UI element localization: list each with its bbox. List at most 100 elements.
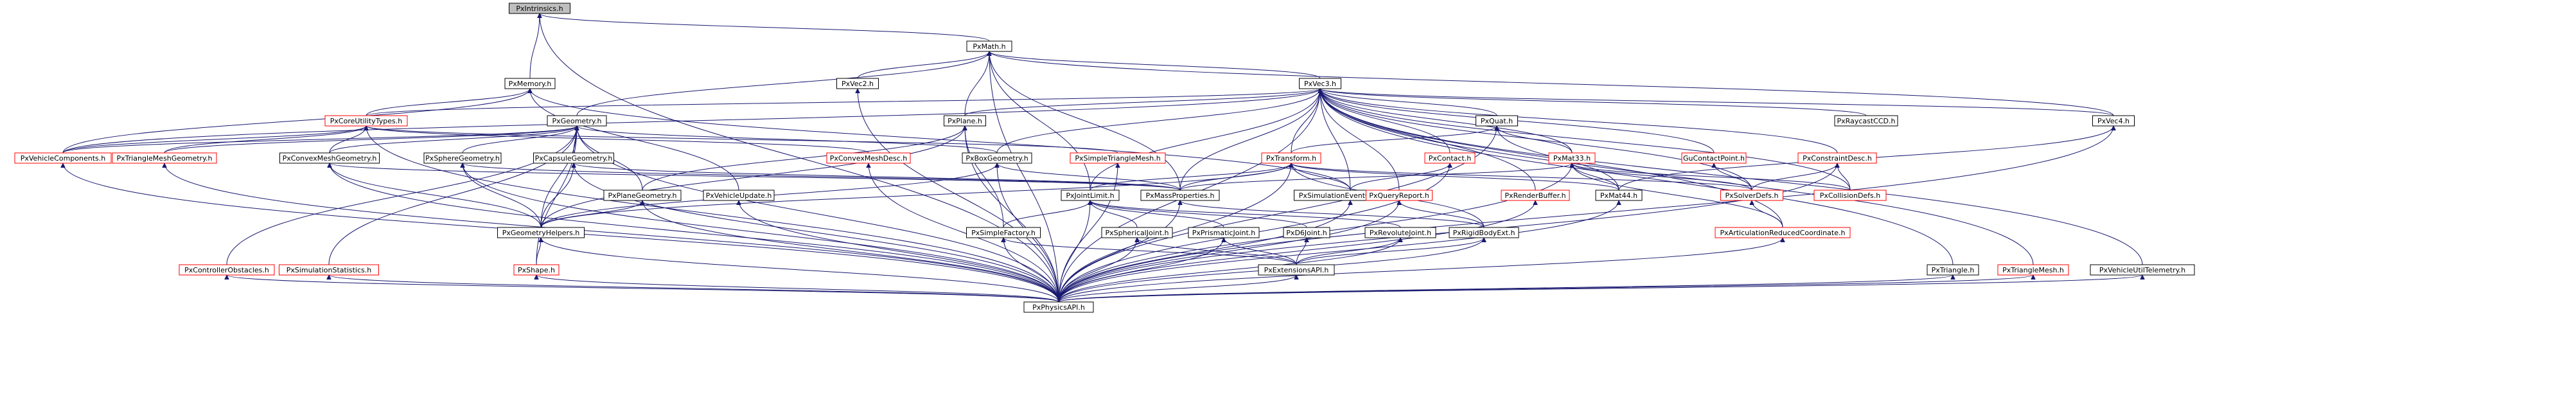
node-label: PxSimpleTriangleMesh.h	[1075, 154, 1160, 163]
node-PxTriangle[interactable]: PxTriangle.h	[1927, 264, 1979, 276]
node-PxCoreUtilityTypes[interactable]: PxCoreUtilityTypes.h	[324, 115, 408, 127]
node-PxShape[interactable]: PxShape.h	[513, 264, 560, 276]
node-PxSimulationStatistics[interactable]: PxSimulationStatistics.h	[279, 264, 379, 276]
edge-PxMemory-PxSimulationEventCallback	[530, 89, 1351, 191]
node-PxMath[interactable]: PxMath.h	[966, 40, 1012, 52]
node-PxRigidBodyExt[interactable]: PxRigidBodyExt.h	[1449, 227, 1519, 238]
node-label: PxTriangleMesh.h	[2002, 266, 2064, 274]
node-PxPlane[interactable]: PxPlane.h	[944, 115, 986, 127]
edge-PxQuat-PxMat33	[1497, 125, 1573, 154]
edge-PxCoreUtilityTypes-PxPhysicsAPI	[366, 126, 1059, 303]
node-PxConvexMeshDesc[interactable]: PxConvexMeshDesc.h	[826, 152, 911, 164]
node-box	[1997, 264, 2069, 276]
node-PxGeometryHelpers[interactable]: PxGeometryHelpers.h	[497, 227, 585, 238]
node-PxMemory[interactable]: PxMemory.h	[504, 78, 556, 89]
node-label: PxVec4.h	[2097, 117, 2130, 125]
node-PxJointLimit[interactable]: PxJointLimit.h	[1061, 190, 1120, 201]
edge-PxPlane-PxSimpleFactory	[965, 126, 1004, 228]
node-box	[547, 115, 607, 127]
node-GuContactPoint[interactable]: GuContactPoint.h	[1681, 152, 1747, 164]
node-box	[1720, 190, 1783, 201]
node-box	[1595, 190, 1643, 201]
node-box	[279, 152, 380, 164]
node-box	[1261, 152, 1321, 164]
node-PxVehicleUpdate[interactable]: PxVehicleUpdate.h	[703, 190, 775, 201]
edge-PxRevoluteJoint-PxPhysicsAPI	[1058, 237, 1400, 303]
node-PxSimpleFactory[interactable]: PxSimpleFactory.h	[966, 227, 1041, 238]
node-PxVec4[interactable]: PxVec4.h	[2092, 115, 2135, 127]
edge-PxPlane-PxPlaneGeometry	[642, 125, 965, 191]
node-PxConstraintDesc[interactable]: PxConstraintDesc.h	[1797, 152, 1877, 164]
edge-PxExtensionsAPI-PxPhysicsAPI	[1058, 274, 1296, 303]
node-PxCollisionDefs[interactable]: PxCollisionDefs.h	[1813, 190, 1887, 201]
node-PxPrismaticJoint[interactable]: PxPrismaticJoint.h	[1188, 227, 1260, 238]
edge-PxTransform-PxSimulationEventCallback	[1291, 163, 1351, 191]
node-label: PxTriangle.h	[1932, 266, 1975, 274]
node-label: PxVec2.h	[842, 80, 874, 88]
node-PxMassProperties[interactable]: PxMassProperties.h	[1140, 190, 1220, 201]
node-box	[703, 190, 775, 201]
node-PxPhysicsAPI[interactable]: PxPhysicsAPI.h	[1023, 301, 1094, 313]
node-PxMat33[interactable]: PxMat33.h	[1548, 152, 1596, 164]
edge-PxMath-PxPhysicsAPI	[989, 51, 1059, 303]
edge-PxQueryReport-PxRigidBodyExt	[1399, 200, 1485, 228]
node-label: PxMassProperties.h	[1146, 191, 1215, 200]
node-PxSphericalJoint[interactable]: PxSphericalJoint.h	[1101, 227, 1173, 238]
edge-PxTransform-PxJointLimit	[1090, 163, 1291, 191]
node-PxControllerObstacles[interactable]: PxControllerObstacles.h	[179, 264, 275, 276]
edge-PxCoreUtilityTypes-PxConvexMeshDesc	[366, 125, 869, 154]
node-PxArticulationReducedCoordinate[interactable]: PxArticulationReducedCoordinate.h	[1715, 227, 1851, 238]
edge-PxSphereGeometry-PxMassProperties	[463, 163, 1181, 191]
node-PxSphereGeometry[interactable]: PxSphereGeometry.h	[423, 152, 502, 164]
node-label: PxCollisionDefs.h	[1820, 191, 1881, 200]
node-label: PxConstraintDesc.h	[1803, 154, 1872, 163]
node-label: PxCapsuleGeometry.h	[535, 154, 613, 163]
edge-PxMemory-PxCoreUtilityTypes	[366, 88, 530, 116]
node-PxRaycastCCD[interactable]: PxRaycastCCD.h	[1834, 115, 1898, 127]
node-box	[1715, 227, 1851, 238]
node-PxVehicleUtilTelemetry[interactable]: PxVehicleUtilTelemetry.h	[2090, 264, 2195, 276]
node-PxConvexMeshGeometry[interactable]: PxConvexMeshGeometry.h	[279, 152, 380, 164]
node-PxVehicleComponents[interactable]: PxVehicleComponents.h	[14, 152, 112, 164]
edge-PxGeometry-PxSphereGeometry	[462, 125, 577, 154]
edge-PxCoreUtilityTypes-PxTriangleMeshGeometry	[164, 125, 366, 154]
edge-PxConstraintDesc-PxSolverDefs	[1751, 163, 1837, 191]
node-PxRenderBuffer[interactable]: PxRenderBuffer.h	[1501, 190, 1570, 201]
node-PxTriangleMesh[interactable]: PxTriangleMesh.h	[1997, 264, 2069, 276]
edge-PxMath-PxJointLimit	[989, 51, 1091, 191]
node-PxTriangleMeshGeometry[interactable]: PxTriangleMeshGeometry.h	[112, 152, 217, 164]
node-PxRevoluteJoint[interactable]: PxRevoluteJoint.h	[1364, 227, 1436, 238]
node-PxVec2[interactable]: PxVec2.h	[836, 78, 879, 89]
node-label: PxCoreUtilityTypes.h	[330, 117, 402, 125]
edge-PxConvexMeshGeometry-PxMassProperties	[330, 163, 1181, 191]
edge-PxCoreUtilityTypes-PxVehicleComponents	[62, 125, 366, 154]
node-PxGeometry[interactable]: PxGeometry.h	[547, 115, 607, 127]
edge-PxArticulationReducedCoordinate-PxPhysicsAPI	[1058, 237, 1783, 303]
node-label: PxPlaneGeometry.h	[608, 191, 676, 200]
node-box	[1834, 115, 1898, 127]
node-PxBoxGeometry[interactable]: PxBoxGeometry.h	[962, 152, 1032, 164]
node-label: PxPhysicsAPI.h	[1032, 303, 1085, 312]
edge-PxVec4-PxPhysicsAPI	[1058, 126, 2113, 303]
node-PxSimpleTriangleMesh[interactable]: PxSimpleTriangleMesh.h	[1070, 152, 1166, 164]
edge-PxIntrinsics-PxPhysicsAPI	[540, 13, 1059, 303]
node-PxExtensionsAPI[interactable]: PxExtensionsAPI.h	[1258, 264, 1335, 276]
node-PxVec3[interactable]: PxVec3.h	[1299, 78, 1341, 89]
node-PxQuat[interactable]: PxQuat.h	[1476, 115, 1518, 127]
node-box	[1366, 190, 1433, 201]
node-label: PxIntrinsics.h	[516, 4, 563, 13]
node-PxPlaneGeometry[interactable]: PxPlaneGeometry.h	[603, 190, 682, 201]
node-PxSolverDefs[interactable]: PxSolverDefs.h	[1720, 190, 1783, 201]
node-box	[1188, 227, 1260, 238]
node-box	[513, 264, 560, 276]
edge-PxVec3-PxPlane	[964, 88, 1320, 116]
node-PxTransform[interactable]: PxTransform.h	[1261, 152, 1321, 164]
edge-PxVec3-PxCoreUtilityTypes	[366, 88, 1320, 116]
node-PxQueryReport[interactable]: PxQueryReport.h	[1366, 190, 1433, 201]
node-PxContact[interactable]: PxContact.h	[1424, 152, 1476, 164]
node-PxMat44[interactable]: PxMat44.h	[1595, 190, 1643, 201]
node-PxD6Joint[interactable]: PxD6Joint.h	[1283, 227, 1330, 238]
node-PxCapsuleGeometry[interactable]: PxCapsuleGeometry.h	[533, 152, 614, 164]
node-PxIntrinsics: PxIntrinsics.h	[509, 3, 570, 14]
node-label: PxSphericalJoint.h	[1105, 229, 1169, 237]
